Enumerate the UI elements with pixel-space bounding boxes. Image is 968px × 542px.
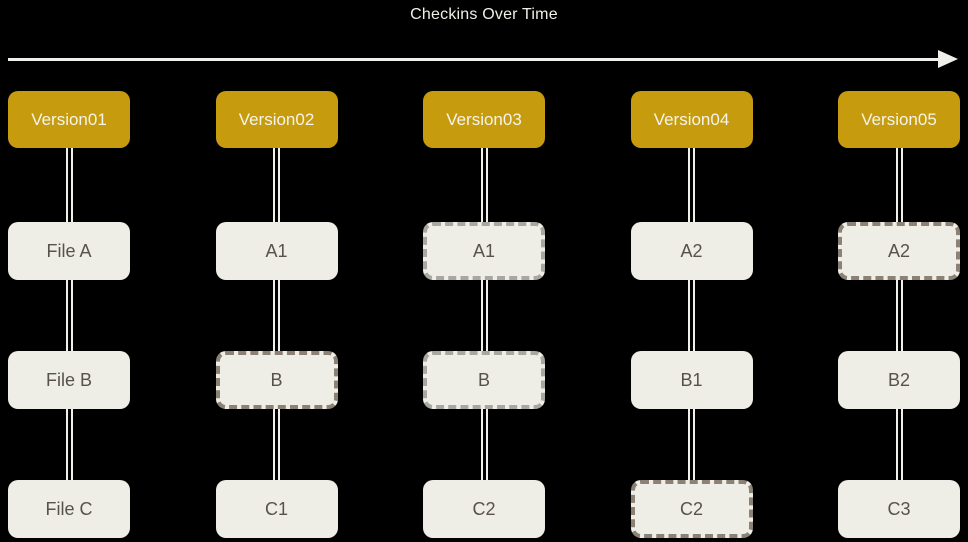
version-header: Version04 [630,91,753,148]
file-box: B [215,351,338,409]
file-box: C2 [423,480,545,538]
connector-line [65,280,73,351]
connector-line [273,280,280,351]
version-header: Version03 [423,91,545,148]
file-box: C1 [215,480,338,538]
connector-line [895,148,903,222]
file-box: B1 [630,351,753,409]
right-arrow-icon [938,50,958,68]
file-box: A1 [215,222,338,280]
connector-line [688,280,695,351]
connector-line [688,409,695,480]
connector-line [65,409,73,480]
file-box: A2 [838,222,960,280]
timeline-arrow-line [8,58,940,61]
file-box: B2 [838,351,960,409]
file-box: C3 [838,480,960,538]
connector-line [688,148,695,222]
version-header: Version01 [8,91,130,148]
file-box: A2 [630,222,753,280]
connector-line [895,280,903,351]
diagram-title: Checkins Over Time [410,6,558,23]
connector-line [65,148,73,222]
file-box: A1 [423,222,545,280]
connector-line [480,148,488,222]
file-box: File C [8,480,130,538]
file-box: B [423,351,545,409]
connector-line [273,148,280,222]
file-box: File A [8,222,130,280]
file-box: C2 [630,480,753,538]
version-header: Version02 [215,91,338,148]
version-header: Version05 [838,91,960,148]
connector-line [480,280,488,351]
connector-line [895,409,903,480]
version-columns: Version01 File A File B File C Version02 A… [8,91,960,538]
connector-line [273,409,280,480]
file-box: File B [8,351,130,409]
connector-line [480,409,488,480]
version-column: Version01 File A File B File C [8,91,130,538]
